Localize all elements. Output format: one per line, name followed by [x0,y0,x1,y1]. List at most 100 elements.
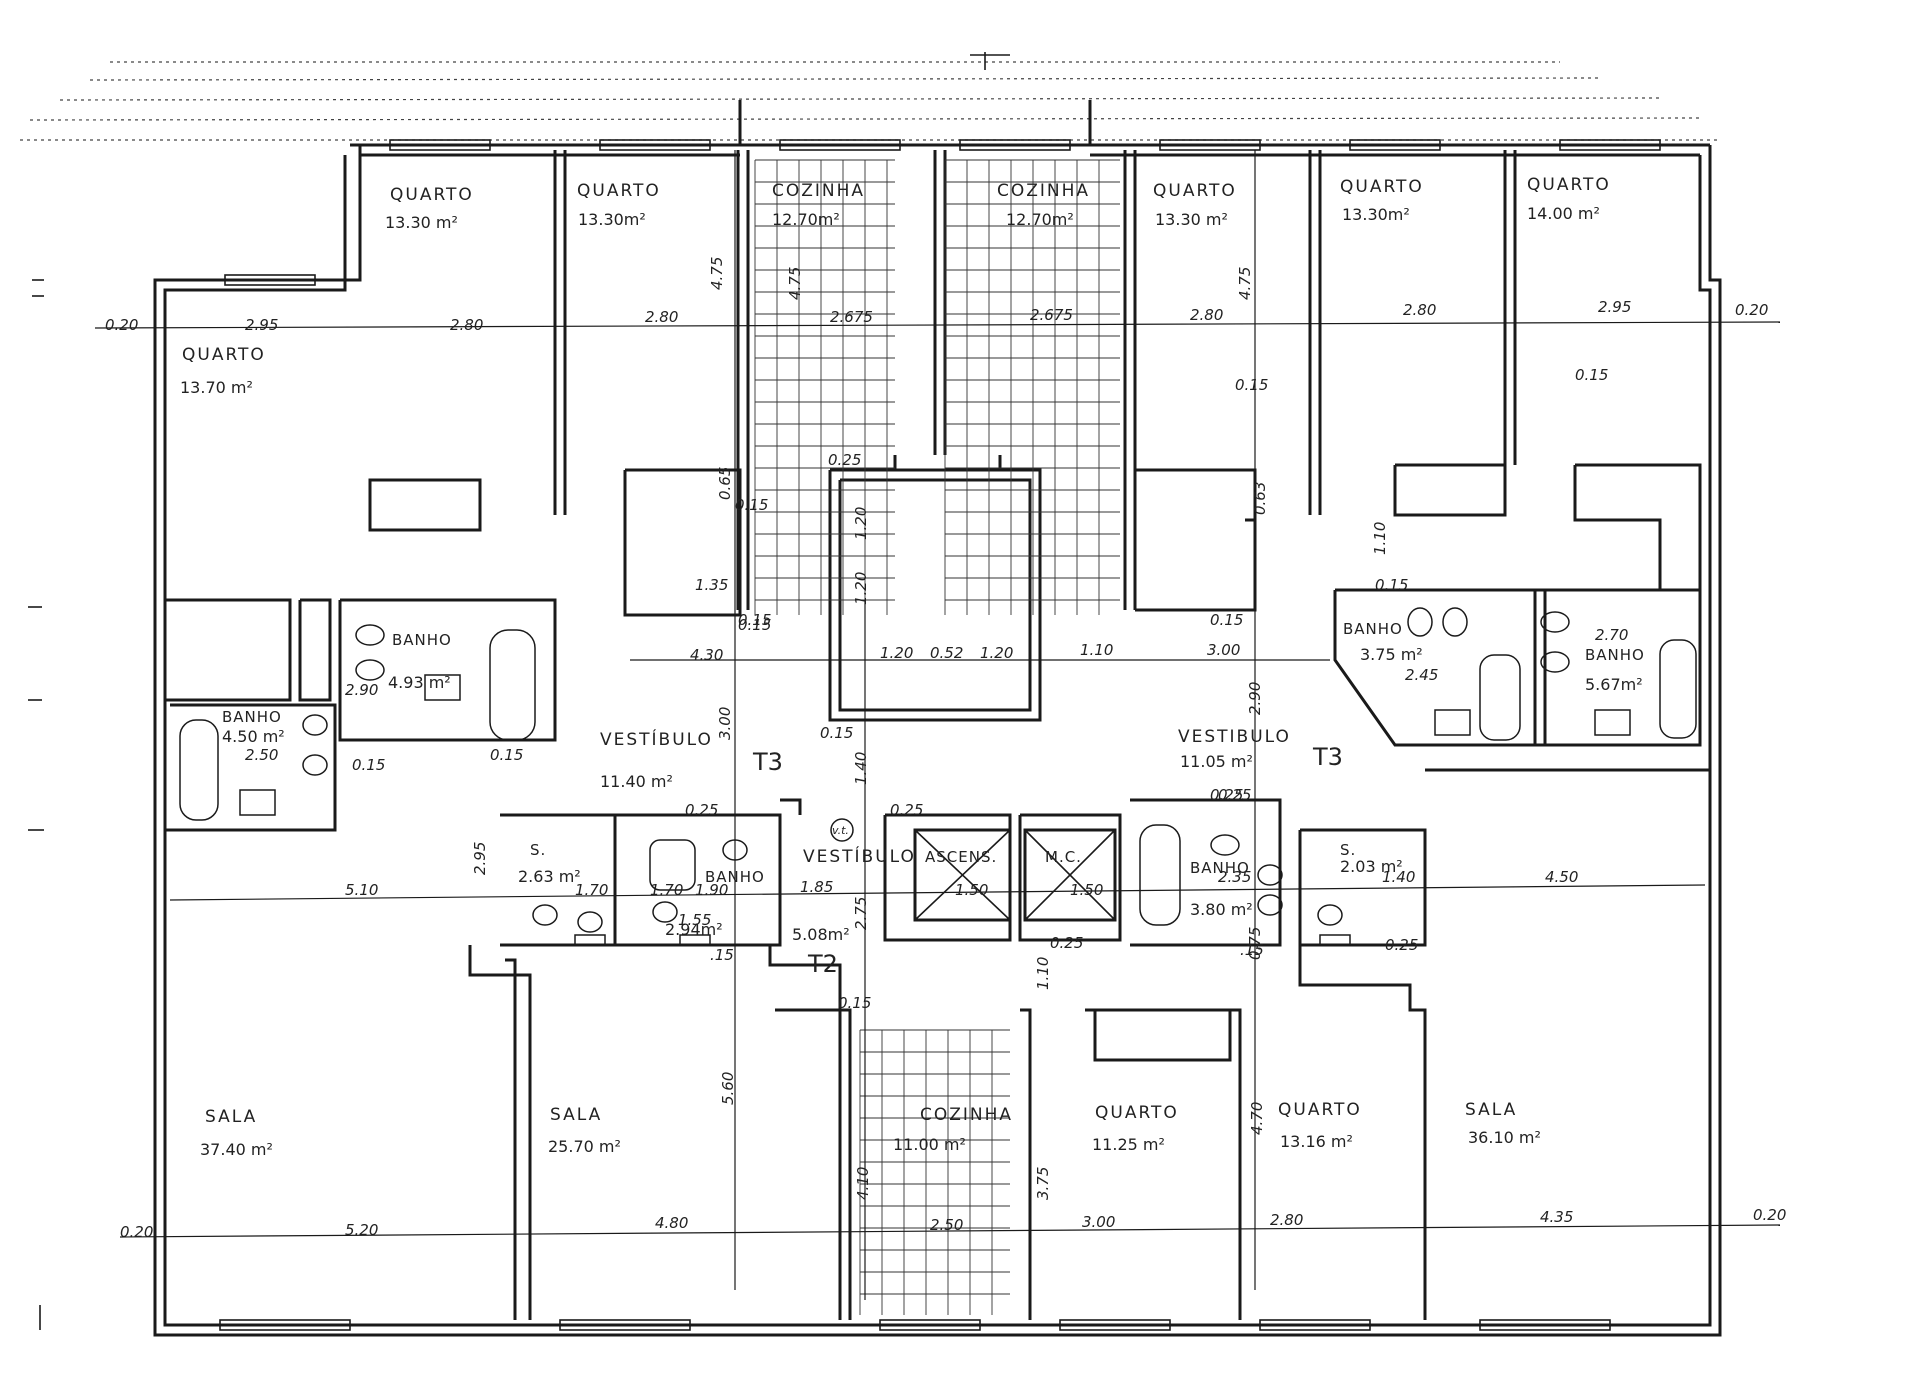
svg-text:.15: .15 [1240,941,1264,959]
room-quarto-5: QUARTO 13.30m² [1340,177,1424,224]
svg-text:BANHO: BANHO [392,631,452,649]
svg-text:5.60: 5.60 [719,1072,737,1105]
room-banho-1: BANHO 4.93 m² [388,631,452,692]
svg-text:0.15: 0.15 [352,756,385,774]
room-quarto-1: QUARTO 13.70 m² [180,345,264,397]
svg-text:VESTÍBULO: VESTÍBULO [600,728,713,750]
svg-text:0.15: 0.15 [820,724,853,742]
svg-text:1.20: 1.20 [852,507,870,540]
svg-text:QUARTO: QUARTO [1095,1103,1179,1123]
svg-text:0.15: 0.15 [1575,366,1608,384]
room-s-2: S. 2.03 m² [1340,841,1403,876]
svg-text:2.80: 2.80 [1403,301,1436,319]
svg-text:2.95: 2.95 [245,316,278,334]
svg-text:13.30 m²: 13.30 m² [385,213,458,232]
svg-text:4.50: 4.50 [1545,868,1578,886]
room-sala-2: SALA 25.70 m² [548,1105,621,1156]
room-banho-5: BANHO 2.94m² [665,868,765,939]
room-banho-6: BANHO 3.80 m² [1190,859,1253,919]
unit-label-t3-right: T3 [1312,743,1343,771]
svg-text:2.35: 2.35 [1218,868,1251,886]
svg-text:BANHO: BANHO [1343,620,1403,638]
svg-text:0.65: 0.65 [716,467,734,500]
svg-text:11.00 m²: 11.00 m² [893,1135,966,1154]
svg-text:5.67m²: 5.67m² [1585,675,1643,694]
room-vestibulo-1: VESTÍBULO 11.40 m² [600,728,713,791]
svg-text:SALA: SALA [550,1105,602,1125]
svg-text:4.30: 4.30 [690,646,723,664]
svg-text:VESTÍBULO: VESTÍBULO [803,845,916,867]
svg-text:13.30m²: 13.30m² [1342,205,1410,224]
svg-text:13.16 m²: 13.16 m² [1280,1132,1353,1151]
svg-text:4.75: 4.75 [786,267,804,300]
svg-text:1.50: 1.50 [1070,881,1103,899]
svg-text:2.94m²: 2.94m² [665,920,723,939]
svg-text:2.95: 2.95 [1598,298,1631,316]
svg-text:0.15: 0.15 [1375,576,1408,594]
svg-text:3.00: 3.00 [1207,641,1240,659]
svg-text:11.40 m²: 11.40 m² [600,772,673,791]
room-sala-3: SALA 36.10 m² [1465,1100,1541,1147]
room-sala-1: SALA 37.40 m² [200,1107,273,1159]
room-s-1: S. 2.63 m² [518,841,581,886]
svg-text:1.20: 1.20 [880,644,913,662]
svg-text:4.80: 4.80 [655,1214,688,1232]
svg-text:2.63 m²: 2.63 m² [518,867,581,886]
svg-text:0.25: 0.25 [1210,786,1243,804]
svg-text:2.80: 2.80 [1270,1211,1303,1229]
svg-text:0.20: 0.20 [120,1223,153,1241]
svg-text:2.70: 2.70 [1595,626,1628,644]
svg-text:0.25: 0.25 [828,451,861,469]
svg-text:2.95: 2.95 [471,842,489,875]
svg-text:0.75: 0.75 [1246,927,1264,960]
svg-text:3.75: 3.75 [1034,1167,1052,1200]
svg-text:14.00 m²: 14.00 m² [1527,204,1600,223]
room-cozinha-2: COZINHA 12.70m² [997,181,1088,229]
svg-text:37.40 m²: 37.40 m² [200,1140,273,1159]
svg-text:3.00: 3.00 [1082,1213,1115,1231]
room-banho-2: BANHO 4.50 m² [222,708,285,746]
svg-text:SALA: SALA [205,1107,257,1127]
elevator-label: ASCENS. [925,848,997,866]
room-quarto-6: QUARTO 14.00 m² [1527,175,1609,223]
svg-text:0.20: 0.20 [105,316,138,334]
svg-text:SALA: SALA [1465,1100,1517,1120]
room-quarto-3: QUARTO 13.30m² [577,181,659,229]
svg-text:0.25: 0.25 [1050,934,1083,952]
room-quarto-4: QUARTO 13.30 m² [1153,181,1235,229]
svg-text:3.00: 3.00 [716,707,734,740]
elevator-shafts [913,828,1117,922]
svg-text:COZINHA: COZINHA [920,1105,1013,1125]
svg-text:4.35: 4.35 [1540,1208,1573,1226]
svg-text:13.30m²: 13.30m² [578,210,646,229]
svg-text:1.20: 1.20 [980,644,1013,662]
svg-text:1.85: 1.85 [800,878,833,896]
svg-text:13.30 m²: 13.30 m² [1155,210,1228,229]
vt-label: v.t. [832,824,849,837]
svg-text:2.03 m²: 2.03 m² [1340,857,1403,876]
svg-text:1.70: 1.70 [650,881,683,899]
svg-text:QUARTO: QUARTO [390,185,474,205]
svg-text:4.70: 4.70 [1248,1102,1266,1135]
svg-text:QUARTO: QUARTO [1278,1100,1362,1120]
svg-text:2.75: 2.75 [852,897,870,930]
shaft-label: M.C. [1045,848,1082,866]
svg-text:QUARTO: QUARTO [1340,177,1424,197]
svg-text:4.10: 4.10 [854,1167,872,1200]
scan-header-noise [20,52,1720,141]
unit-label-t2: T2 [807,950,838,978]
bathroom-fixtures [179,607,1697,946]
svg-text:BANHO: BANHO [705,868,765,886]
svg-text:1.10: 1.10 [1080,641,1113,659]
room-cozinha-3: COZINHA 11.00 m² [893,1105,1013,1154]
svg-text:0.25: 0.25 [1385,936,1418,954]
svg-text:36.10 m²: 36.10 m² [1468,1128,1541,1147]
svg-text:2.90: 2.90 [345,681,378,699]
svg-text:0.15: 0.15 [838,994,871,1012]
svg-text:2.675: 2.675 [830,308,873,326]
svg-text:2.80: 2.80 [645,308,678,326]
svg-text:1.40: 1.40 [1382,868,1415,886]
svg-text:11.05 m²: 11.05 m² [1180,752,1253,771]
svg-text:3.75 m²: 3.75 m² [1360,645,1423,664]
svg-text:0.15: 0.15 [735,496,768,514]
